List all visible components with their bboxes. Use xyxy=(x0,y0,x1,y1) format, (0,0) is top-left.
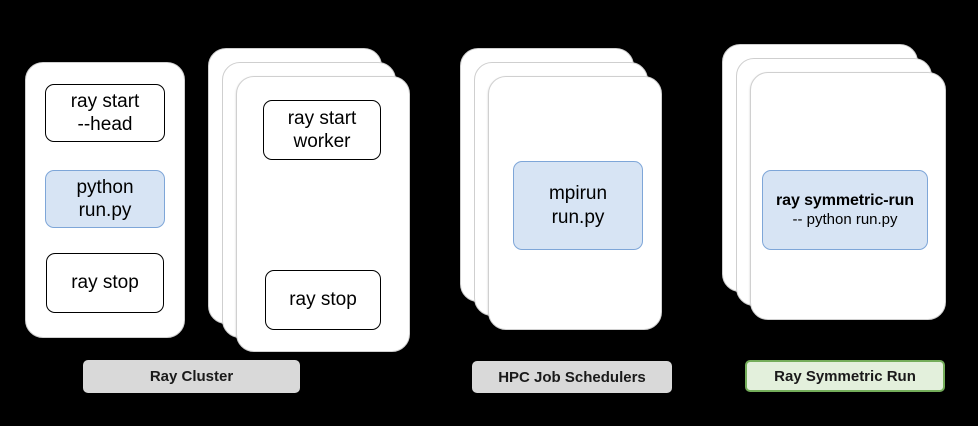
cmd-ray-symmetric-run[interactable]: ray symmetric-run -- python run.py xyxy=(762,170,928,250)
cmd-ray-symmetric-run-line2: -- python run.py xyxy=(792,210,898,228)
group-label-hpc-job-schedulers: HPC Job Schedulers xyxy=(472,361,672,393)
group-label-ray-cluster: Ray Cluster xyxy=(83,360,300,393)
cmd-ray-start-head[interactable]: ray start --head xyxy=(45,84,165,142)
cmd-python-run-py-line2: run.py xyxy=(78,200,132,221)
group-label-ray-cluster-text: Ray Cluster xyxy=(149,368,234,385)
cmd-ray-stop-worker[interactable]: ray stop xyxy=(265,270,381,330)
cmd-ray-start-worker-line2: worker xyxy=(293,131,351,152)
cmd-ray-start-head-line1: ray start xyxy=(70,90,140,112)
group-label-symmetric-text: Ray Symmetric Run xyxy=(774,367,916,385)
cmd-mpirun-line2: run.py xyxy=(551,206,605,228)
cmd-ray-start-worker[interactable]: ray start worker xyxy=(263,100,381,160)
cmd-mpirun-line1: mpirun xyxy=(548,183,608,205)
cmd-ray-stop-worker-label: ray stop xyxy=(289,289,357,311)
cmd-ray-start-worker-line1: ray start xyxy=(287,107,357,129)
cmd-ray-stop-head-label: ray stop xyxy=(71,272,139,294)
cmd-ray-start-head-line2: --head xyxy=(77,114,133,135)
group-label-hpc-text: HPC Job Schedulers xyxy=(498,368,646,386)
cmd-mpirun-run-py[interactable]: mpirun run.py xyxy=(513,161,643,250)
cmd-ray-symmetric-run-line1: ray symmetric-run xyxy=(776,192,914,210)
group-label-ray-symmetric-run: Ray Symmetric Run xyxy=(745,360,945,392)
cmd-python-run-py-line1: python xyxy=(76,176,134,198)
cmd-python-run-py[interactable]: python run.py xyxy=(45,170,165,228)
cmd-ray-stop-head[interactable]: ray stop xyxy=(46,253,164,313)
